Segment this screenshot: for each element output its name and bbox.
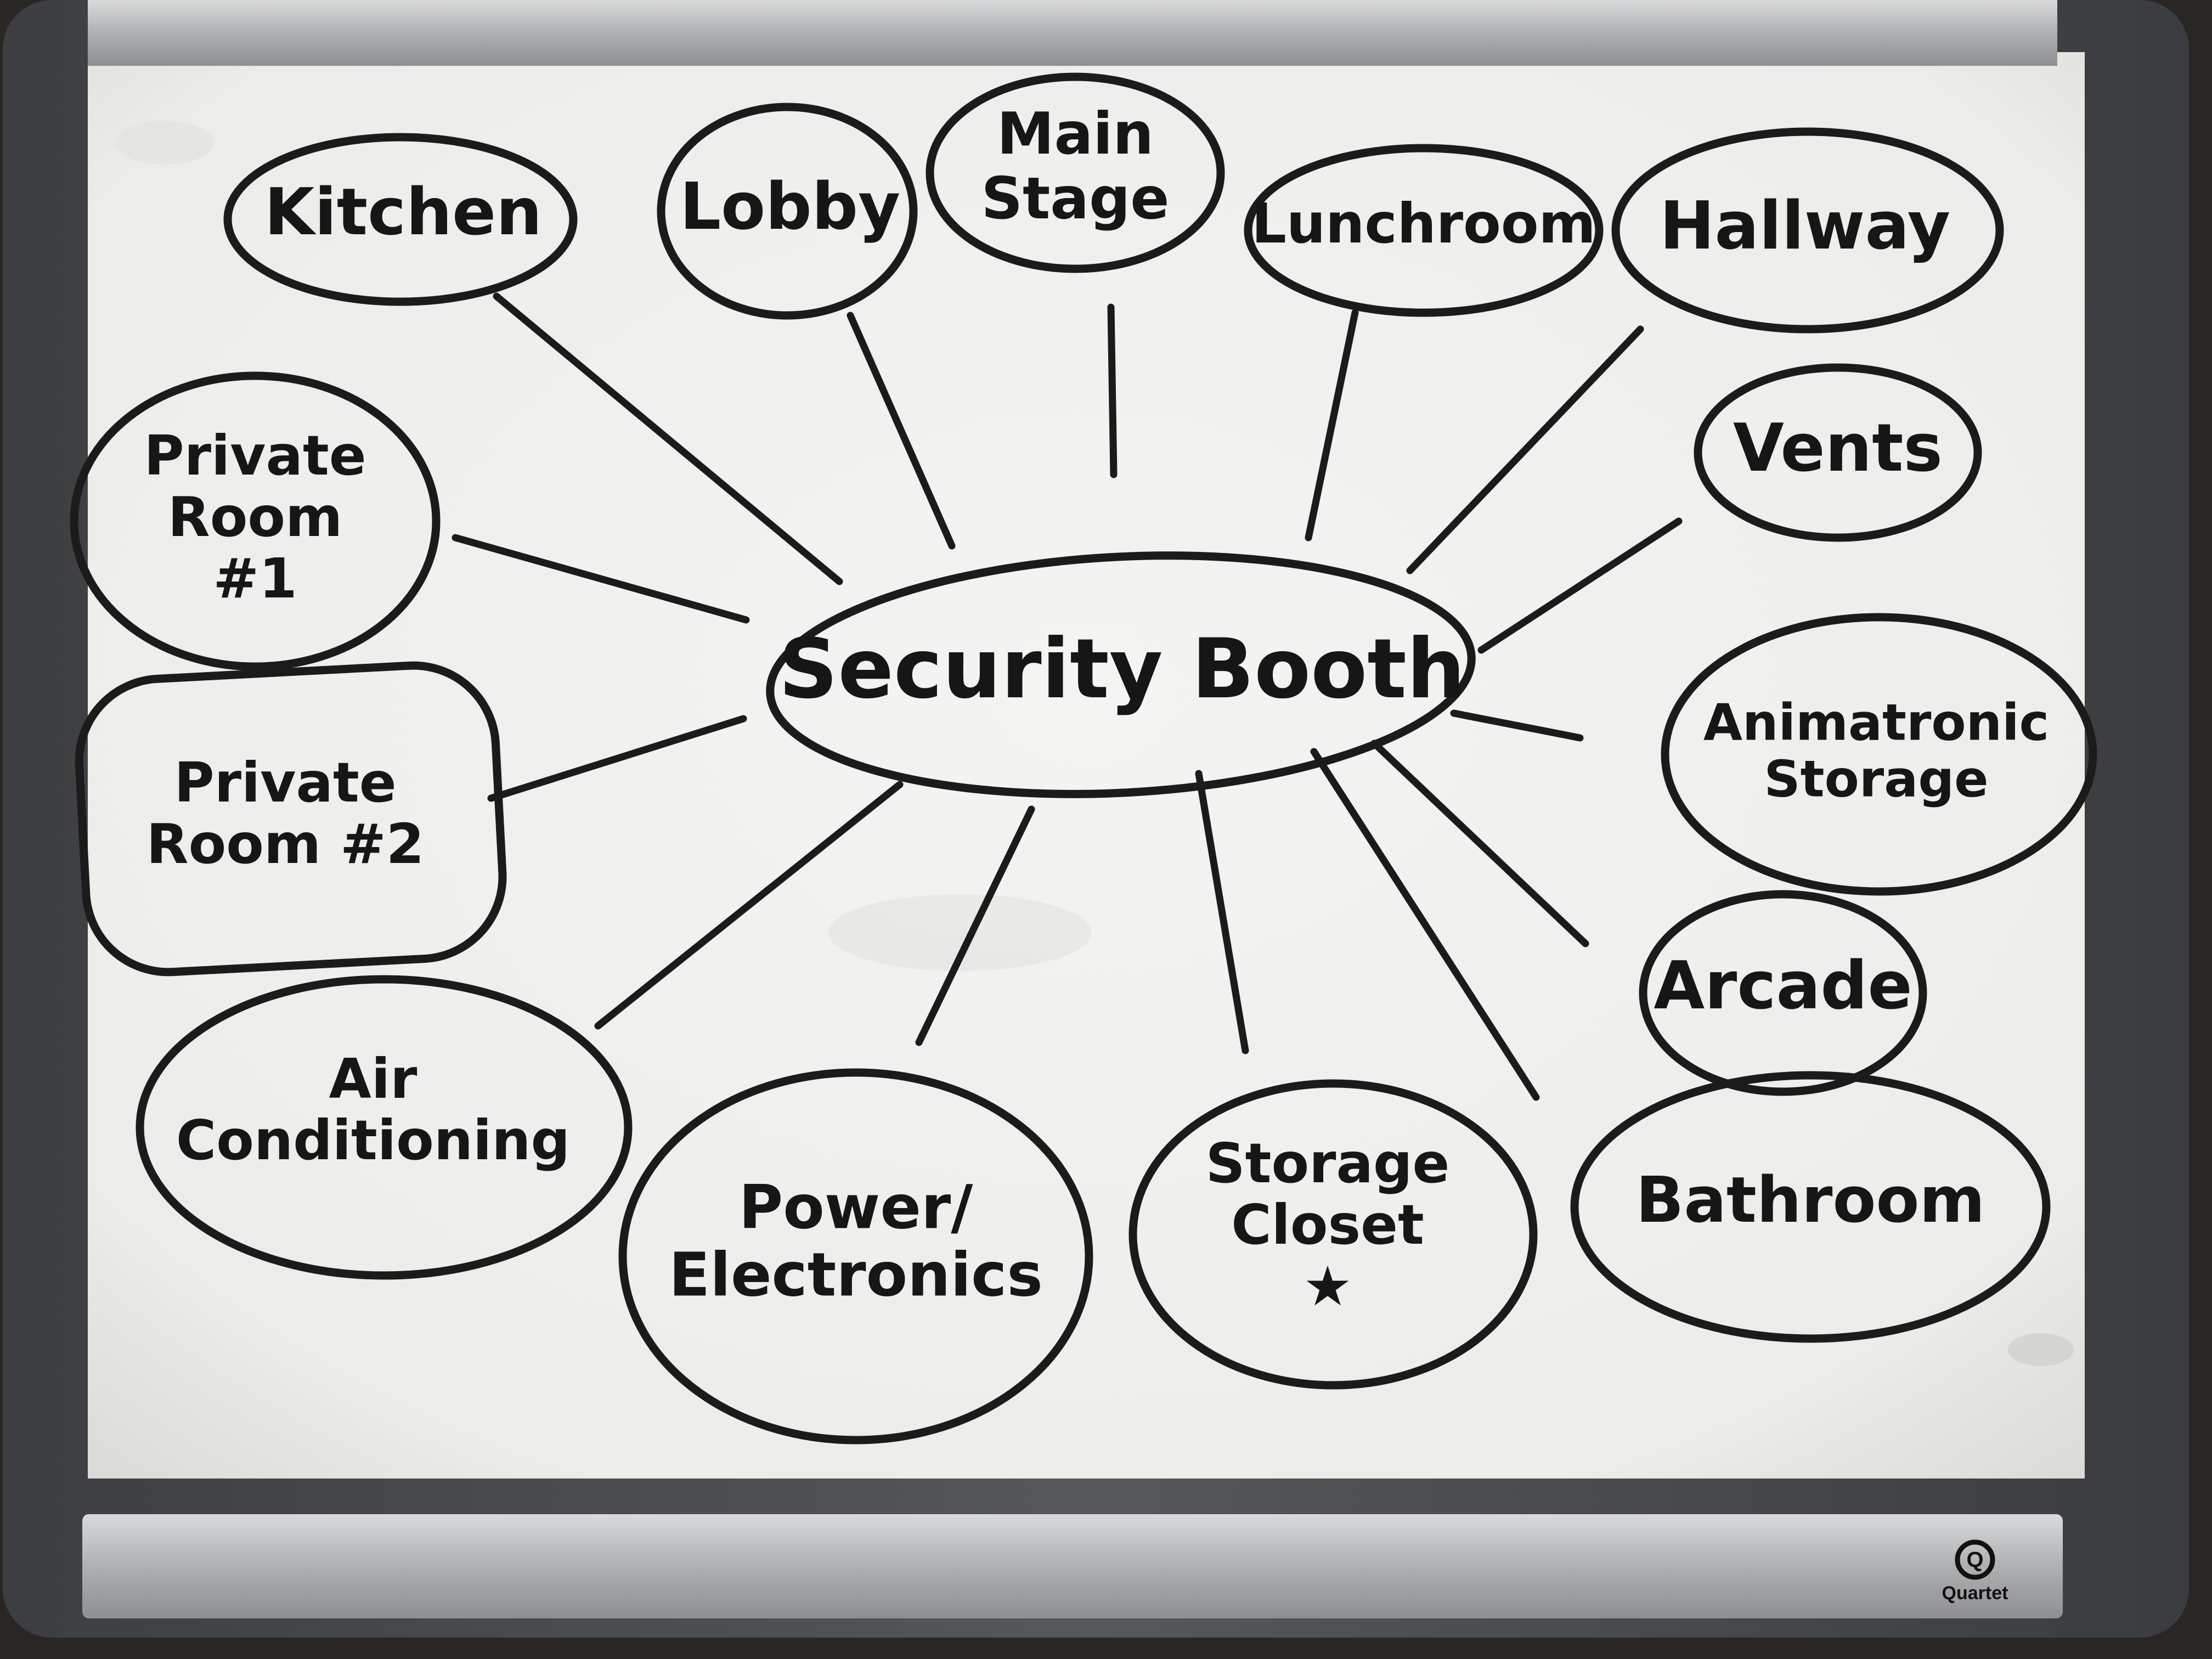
label-bathroom: Bathroom <box>1636 1164 1985 1237</box>
bottom-rail <box>82 1514 2063 1618</box>
label-line: Kitchen <box>264 174 542 250</box>
label-line: Stage <box>981 165 1169 232</box>
label-line: Storage <box>1206 1131 1450 1195</box>
label-line: Lunchroom <box>1251 191 1596 256</box>
label-kitchen: Kitchen <box>264 174 542 250</box>
spoke-kitchen <box>493 292 843 585</box>
spoke-main-stage <box>1107 303 1118 478</box>
label-line: Electronics <box>669 1240 1043 1310</box>
label-line: Hallway <box>1660 188 1950 264</box>
bubble-air-conditioning <box>136 975 633 1280</box>
spoke-lobby <box>847 312 956 550</box>
label-line: Private <box>174 751 396 815</box>
label-power-electronics: Power/Electronics <box>669 1172 1043 1310</box>
board-frame <box>3 0 2189 1638</box>
label-lobby: Lobby <box>680 168 900 244</box>
bubble-vents <box>1694 363 1982 542</box>
spoke-private-room-2 <box>487 715 747 802</box>
bubble-storage-closet <box>1128 1079 1538 1390</box>
spoke-air-conditioning <box>594 781 904 1030</box>
label-line: Animatronic <box>1703 693 2049 752</box>
connector-lines <box>452 292 1683 1101</box>
spoke-arcade <box>1370 740 1589 947</box>
label-lunchroom: Lunchroom <box>1251 191 1596 256</box>
quartet-logo: Q Quartet <box>1942 1539 2008 1604</box>
quartet-logo-text: Quartet <box>1942 1583 2008 1604</box>
bubble-lobby <box>657 103 918 320</box>
label-line: Arcade <box>1654 948 1912 1024</box>
node-power-electronics: Power/Electronics <box>618 1068 1093 1444</box>
node-vents: Vents <box>1694 363 1982 542</box>
spoke-storage-closet <box>1195 770 1249 1054</box>
label-line: Conditioning <box>176 1108 570 1172</box>
label-line: Closet <box>1231 1193 1424 1257</box>
label-arcade: Arcade <box>1654 948 1912 1024</box>
bubble-private-room-2 <box>75 661 507 977</box>
bubble-hallway <box>1611 127 2004 334</box>
center-bubble <box>766 551 1476 798</box>
node-security-booth: Security Booth <box>766 551 1476 798</box>
node-kitchen: Kitchen <box>223 133 578 306</box>
bubble-power-electronics <box>618 1068 1093 1444</box>
spoke-vents <box>1477 517 1683 654</box>
label-line: Room #2 <box>146 812 425 876</box>
bubble-private-room-1 <box>70 371 441 671</box>
label-line: Vents <box>1733 410 1943 487</box>
node-lobby: Lobby <box>657 103 918 320</box>
node-hallway: Hallway <box>1611 127 2004 334</box>
top-rail <box>88 0 2057 66</box>
node-bathroom: Bathroom <box>1570 1071 2051 1343</box>
bubble-arcade <box>1639 890 1927 1096</box>
bubble-lunchroom <box>1244 144 1604 317</box>
label-line: #1 <box>213 546 297 611</box>
center-label: Security Booth <box>778 622 1465 717</box>
bubble-main-stage <box>926 72 1225 273</box>
label-line: Private <box>144 424 366 488</box>
spoke-hallway <box>1406 325 1644 574</box>
label-line: Bathroom <box>1636 1164 1985 1237</box>
label-line: ★ <box>1303 1254 1352 1318</box>
spoke-bathroom <box>1310 748 1540 1101</box>
bubble-kitchen <box>223 133 578 306</box>
label-line: Lobby <box>680 168 900 244</box>
spoke-lunchroom <box>1305 309 1359 541</box>
node-arcade: Arcade <box>1639 890 1927 1096</box>
bubble-bathroom <box>1570 1071 2051 1343</box>
spoke-animatronic-storage <box>1450 709 1584 742</box>
bubble-animatronic-storage <box>1661 613 2097 896</box>
label-line: Power/ <box>739 1172 974 1243</box>
label-line: Air <box>329 1047 418 1111</box>
label-hallway: Hallway <box>1660 188 1950 264</box>
label-line: Storage <box>1764 750 1988 809</box>
spoke-power-electronics <box>915 805 1035 1046</box>
spoke-private-room-1 <box>452 534 750 624</box>
label-vents: Vents <box>1733 410 1943 487</box>
node-lunchroom: Lunchroom <box>1244 144 1604 317</box>
label-line: Room <box>168 485 343 549</box>
quartet-logo-mark: Q <box>1966 1548 1983 1572</box>
label-line: Main <box>997 100 1154 167</box>
